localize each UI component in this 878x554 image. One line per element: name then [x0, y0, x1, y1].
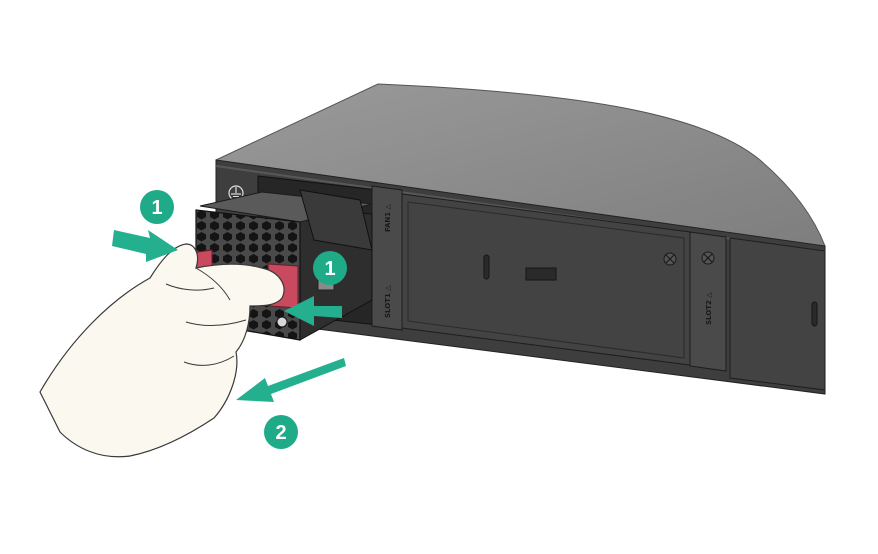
svg-text:1: 1	[324, 258, 335, 280]
svg-text:1: 1	[151, 197, 162, 219]
step-badge-2: 2	[264, 415, 298, 449]
screw-icon	[701, 251, 715, 265]
pull-out-arrow	[236, 358, 346, 402]
slot2-cover	[729, 237, 826, 391]
step-badge-1a: 1	[140, 190, 174, 224]
hand-illustration	[39, 243, 285, 458]
chassis-top-surface	[215, 83, 826, 247]
slot1-handle	[525, 267, 557, 281]
press-arrow-left	[112, 230, 178, 262]
screw-icon	[663, 252, 677, 266]
svg-text:2: 2	[275, 422, 286, 444]
fan-label: FAN1 △	[384, 203, 392, 232]
slot1-label: SLOT1 △	[384, 285, 392, 318]
slot2-label: SLOT2 △	[705, 292, 713, 325]
step-badge-1b: 1	[313, 251, 347, 285]
press-arrow-right	[284, 296, 342, 326]
slot2-strip	[689, 231, 727, 372]
